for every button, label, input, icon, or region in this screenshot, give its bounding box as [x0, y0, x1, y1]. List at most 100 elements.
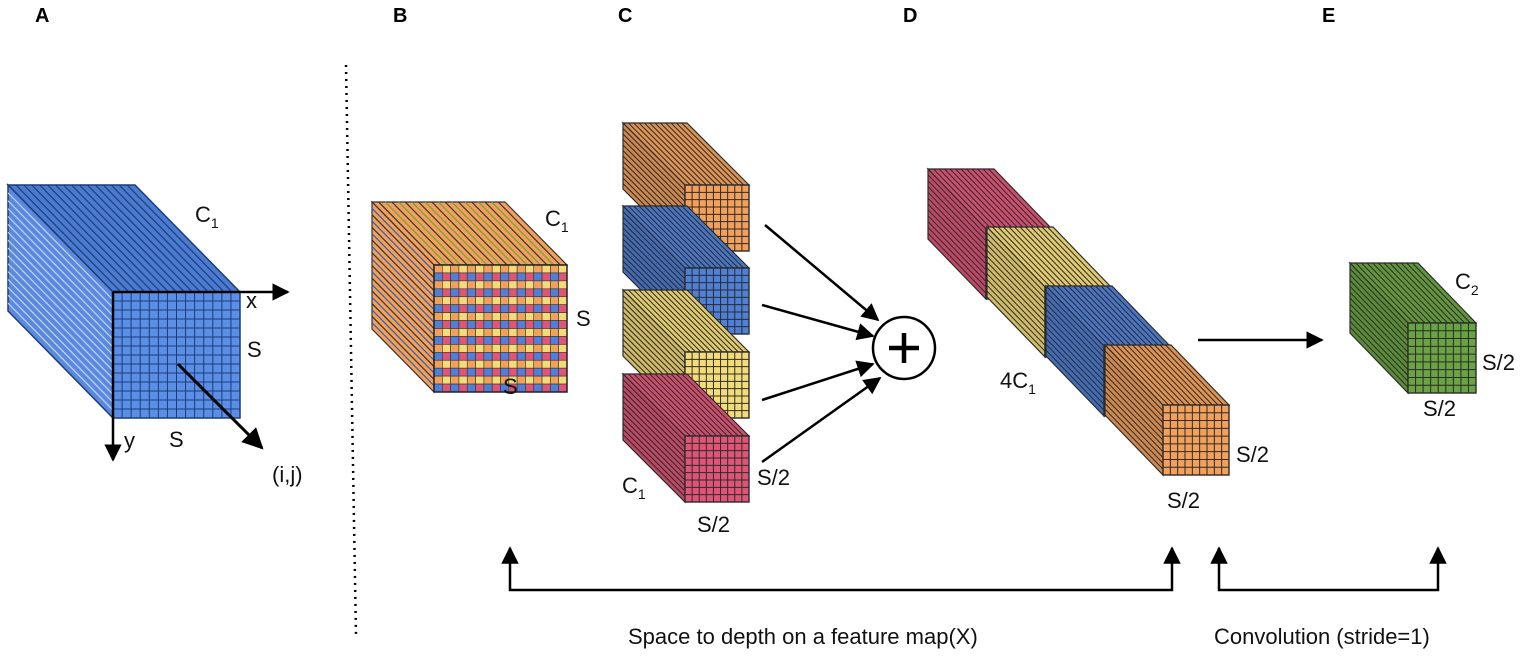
cube-b-pixel	[442, 320, 451, 329]
box-side-stripe	[1104, 350, 1164, 412]
box-top-stripe	[1372, 262, 1432, 324]
cube-a-side-stripe	[7, 216, 114, 324]
cube-b-pixel	[433, 288, 443, 298]
cube-b-pixel	[525, 367, 535, 377]
cube-b-pixel	[516, 304, 526, 313]
cube-b-top-stripe	[451, 201, 515, 266]
box-top-stripe	[643, 122, 707, 186]
box-top-stripe	[1383, 262, 1443, 324]
cube-b-pixel	[516, 272, 526, 282]
cube-a-side-stripe	[7, 279, 114, 387]
cube-b-pixel	[516, 312, 526, 321]
box-side-stripe	[622, 150, 686, 213]
box-side-stripe	[1349, 291, 1409, 353]
sub-map-yellow	[621, 288, 751, 420]
box-top-stripe	[938, 168, 998, 230]
box-side-stripe	[1045, 338, 1105, 399]
box-top-stripe	[1389, 262, 1449, 324]
cube-b-pixel	[533, 375, 543, 385]
cube-b-top-stripe	[471, 201, 535, 266]
box-side-stripe	[1104, 408, 1164, 470]
cube-b-pixel	[450, 312, 460, 321]
cube-b-pixel	[500, 344, 510, 353]
box-top-stripe	[1165, 344, 1224, 406]
cube-b-pixel	[541, 352, 551, 361]
cube-b-side-stripe	[371, 252, 435, 317]
box-side-stripe	[1045, 303, 1105, 364]
box-side-stripe	[927, 174, 987, 236]
panel-separator	[344, 64, 358, 636]
cube-b-pixel	[550, 312, 559, 321]
box-top-stripe	[997, 226, 1057, 288]
cube-b-pixel	[525, 344, 535, 353]
box-side-stripe	[1349, 309, 1409, 371]
cube-b-top-stripe	[444, 201, 508, 266]
cube-b-pixel	[491, 312, 501, 321]
box-side-stripe	[622, 317, 686, 380]
box-side-stripe	[1349, 297, 1409, 359]
cube-b-pixel	[475, 328, 485, 337]
panel-letter-c: C	[618, 5, 632, 27]
cube-b-pixel	[466, 359, 476, 369]
cube-b-pixel	[550, 320, 559, 329]
cube-b-pixel	[491, 272, 501, 282]
box-top-stripe	[627, 373, 691, 437]
cube-b-top-stripe	[404, 201, 468, 266]
box-top-stripe	[654, 289, 718, 353]
cube-b-side-stripe	[371, 277, 435, 342]
cube-a-top-stripe	[71, 184, 177, 293]
box-side-stripe	[927, 180, 987, 242]
cube-b-pixel	[550, 264, 559, 274]
cube-b-pixel	[550, 296, 559, 305]
cube-b-pixel	[466, 304, 476, 313]
cube-b-pixel	[442, 359, 451, 369]
box-side-stripe	[1349, 303, 1409, 365]
box-side-stripe	[986, 255, 1046, 317]
cube-b-pixel	[533, 304, 543, 313]
cube-b-pixel	[458, 320, 468, 329]
cube-b-pixel	[516, 320, 526, 329]
cube-a-channel-stripes	[7, 184, 233, 411]
cube-b-pixel	[458, 328, 468, 337]
cube-b-top-stripe	[484, 201, 548, 266]
cube-b-pixel	[458, 336, 468, 345]
cube-b-pixel	[483, 288, 493, 298]
cube-b-pixel	[433, 352, 443, 361]
cube-b-height-label: S	[576, 306, 591, 331]
box-side-stripe	[1349, 285, 1409, 347]
cube-a-top-stripe	[31, 184, 138, 293]
box-side-stripe	[1104, 402, 1164, 464]
cube-b-pixel	[458, 296, 468, 305]
cube-b-pixel	[450, 296, 460, 305]
cube-b-pixel	[475, 280, 485, 290]
box-top-stripe	[633, 122, 697, 186]
cube-b-side-stripe	[371, 246, 435, 310]
box-side-stripe	[622, 227, 686, 291]
cube-b-pixel	[533, 280, 543, 290]
box-top-stripe	[654, 122, 718, 186]
box-side-stripe	[986, 267, 1046, 329]
cube-b-pixel	[458, 359, 468, 369]
box-top-stripe	[1394, 262, 1454, 324]
box-side-stripe	[1349, 268, 1409, 330]
cube-b-pixel	[483, 336, 493, 345]
box-side-stripe	[927, 209, 987, 271]
cube-a-side-stripe	[7, 286, 114, 395]
box-side-stripe	[986, 249, 1046, 311]
cube-b-top-stripe	[438, 201, 501, 266]
cube-b-pixel	[533, 296, 543, 305]
output-feature-map	[1348, 261, 1478, 395]
cube-b-pixel	[458, 264, 468, 274]
cube-b-pixel	[475, 320, 485, 329]
box-top-stripe	[675, 122, 739, 186]
box-top-stripe	[1078, 285, 1138, 347]
cube-e-channels-label: C2	[1455, 269, 1479, 298]
cube-b-pixel	[516, 280, 526, 290]
box-top-stripe	[659, 205, 723, 269]
box-top-stripe	[681, 373, 745, 437]
box-top-stripe	[1025, 226, 1084, 288]
box-side-stripe	[1349, 315, 1409, 376]
cube-b-pixel	[516, 328, 526, 337]
cube-b-top-stripe	[431, 201, 495, 266]
